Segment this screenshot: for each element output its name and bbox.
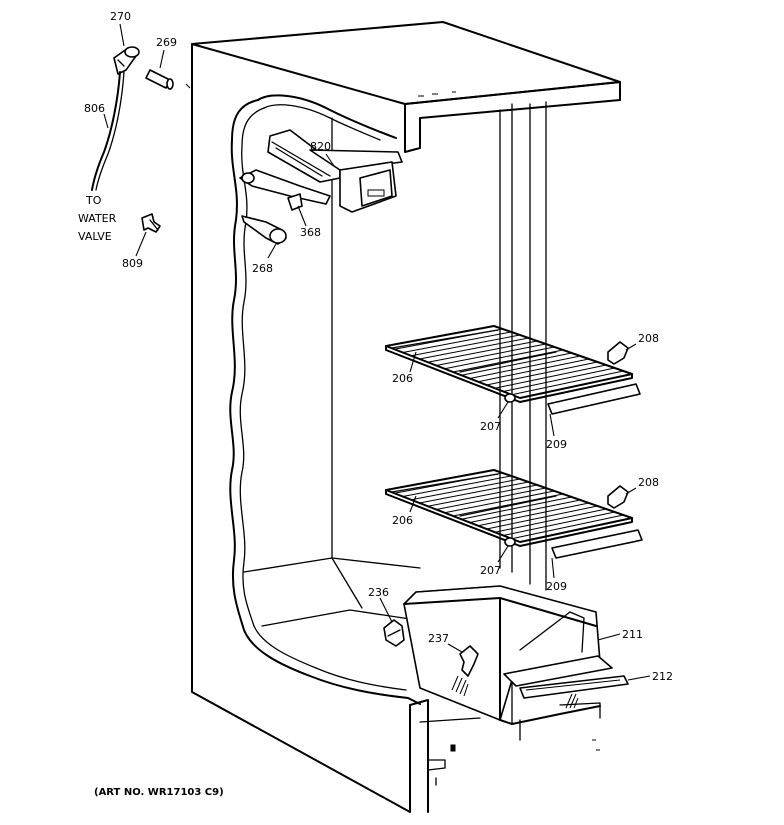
shelf-wire [411, 334, 520, 357]
shelf-wire [436, 487, 546, 510]
cabinet-shell [191, 21, 621, 813]
callout-269: 269 [156, 36, 177, 49]
shelf-wire [419, 337, 529, 360]
shelf-wire [461, 496, 572, 520]
shelf-wire [394, 328, 503, 350]
callout-368: 368 [300, 226, 321, 239]
shelf-trim-209-lower [551, 529, 643, 559]
shelf-wire [511, 514, 624, 540]
shelf-wire [444, 490, 555, 514]
tube-insert-269 [145, 69, 174, 90]
shelf-clip-208-lower [607, 485, 629, 509]
shelf-trim-209-upper [547, 383, 641, 415]
shelf-wire [478, 358, 589, 383]
callout-237: 237 [428, 632, 449, 645]
shelf-wire [469, 355, 581, 379]
shelf-wire [444, 346, 555, 370]
shelf-wire [402, 475, 512, 497]
callout-209-lower: 209 [546, 580, 567, 593]
shelf-wire [469, 499, 581, 523]
shelf-wire [503, 511, 615, 536]
shelf-wire [411, 478, 520, 501]
shelf-wire [427, 340, 538, 363]
shelf-wire [511, 370, 624, 396]
art-number: (ART NO. WR17103 C9) [94, 787, 224, 798]
callout-209-upper: 209 [546, 438, 567, 451]
shelf-wire [394, 472, 503, 494]
auger-part-237 [459, 645, 479, 677]
callout-206-upper: 206 [392, 372, 413, 385]
water-hose-806 [91, 71, 121, 191]
shelf-clip-208-upper [607, 341, 629, 365]
shelf-support-207-upper [504, 393, 516, 403]
callout-268: 268 [252, 262, 273, 275]
inner-liner [229, 94, 547, 705]
callout-806: 806 [84, 102, 105, 115]
callout-labels: 270 269 806 TO WATER VALVE 809 820 368 2… [78, 10, 673, 798]
note-line-3: VALVE [78, 230, 112, 243]
callout-211: 211 [622, 628, 643, 641]
shelf-wire [486, 505, 598, 530]
note-line-2: WATER [78, 212, 117, 225]
ice-bucket-assembly [379, 585, 651, 725]
callout-208-upper: 208 [638, 332, 659, 345]
icemaker-assembly [239, 129, 403, 259]
callout-236: 236 [368, 586, 389, 599]
callout-270: 270 [110, 10, 131, 23]
shelf-wire [503, 367, 615, 392]
shelf-wire [452, 349, 564, 373]
upper-wire-shelf [385, 325, 641, 437]
water-fitting-270 [113, 46, 140, 75]
shelf-wire [452, 493, 564, 517]
callout-207-lower: 207 [480, 564, 501, 577]
callout-212: 212 [652, 670, 673, 683]
shelf-wire [494, 364, 607, 389]
shelf-wire [419, 481, 529, 504]
callout-820: 820 [310, 140, 331, 153]
lower-wire-shelf [385, 469, 643, 579]
callout-208-lower: 208 [638, 476, 659, 489]
shelf-wire [478, 502, 589, 527]
shelf-support-207-lower [504, 537, 516, 547]
shelf-wire [402, 331, 512, 353]
shelf-wire [461, 352, 572, 376]
shelf-wire [436, 343, 546, 366]
clamp-809 [141, 213, 161, 233]
bucket-trim-212 [519, 675, 629, 699]
callout-206-lower: 206 [392, 514, 413, 527]
callout-207-upper: 207 [480, 420, 501, 433]
shelf-wire [494, 508, 607, 533]
shelf-wire [486, 361, 598, 386]
water-line-assembly [91, 23, 191, 257]
callout-809: 809 [122, 257, 143, 270]
note-line-1: TO [85, 194, 102, 207]
shelf-wire [427, 484, 538, 507]
fill-cup-268 [241, 215, 287, 245]
